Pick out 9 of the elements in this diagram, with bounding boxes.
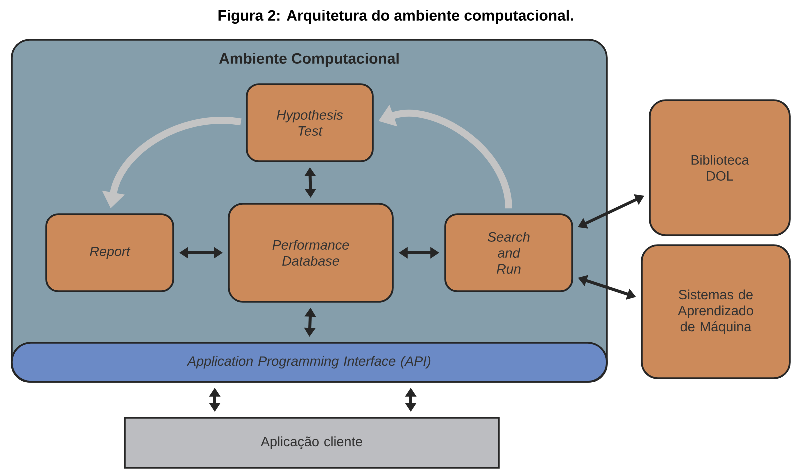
module-box: Performance Database: [228, 203, 394, 303]
module-box: Search and Run: [444, 214, 574, 292]
system-box: Biblioteca DOL: [649, 100, 791, 236]
module-box: Hypothesis Test: [246, 84, 374, 162]
figure-title: Figura 2: Arquitetura do ambiente computacional.: [218, 10, 574, 24]
client-box: Aplicação cliente: [124, 417, 500, 469]
api-band: Application Programming Interface (API): [11, 342, 608, 383]
module-box: Report: [46, 214, 174, 292]
system-box: Sistemas de Aprendizado de Máquina: [641, 244, 791, 380]
